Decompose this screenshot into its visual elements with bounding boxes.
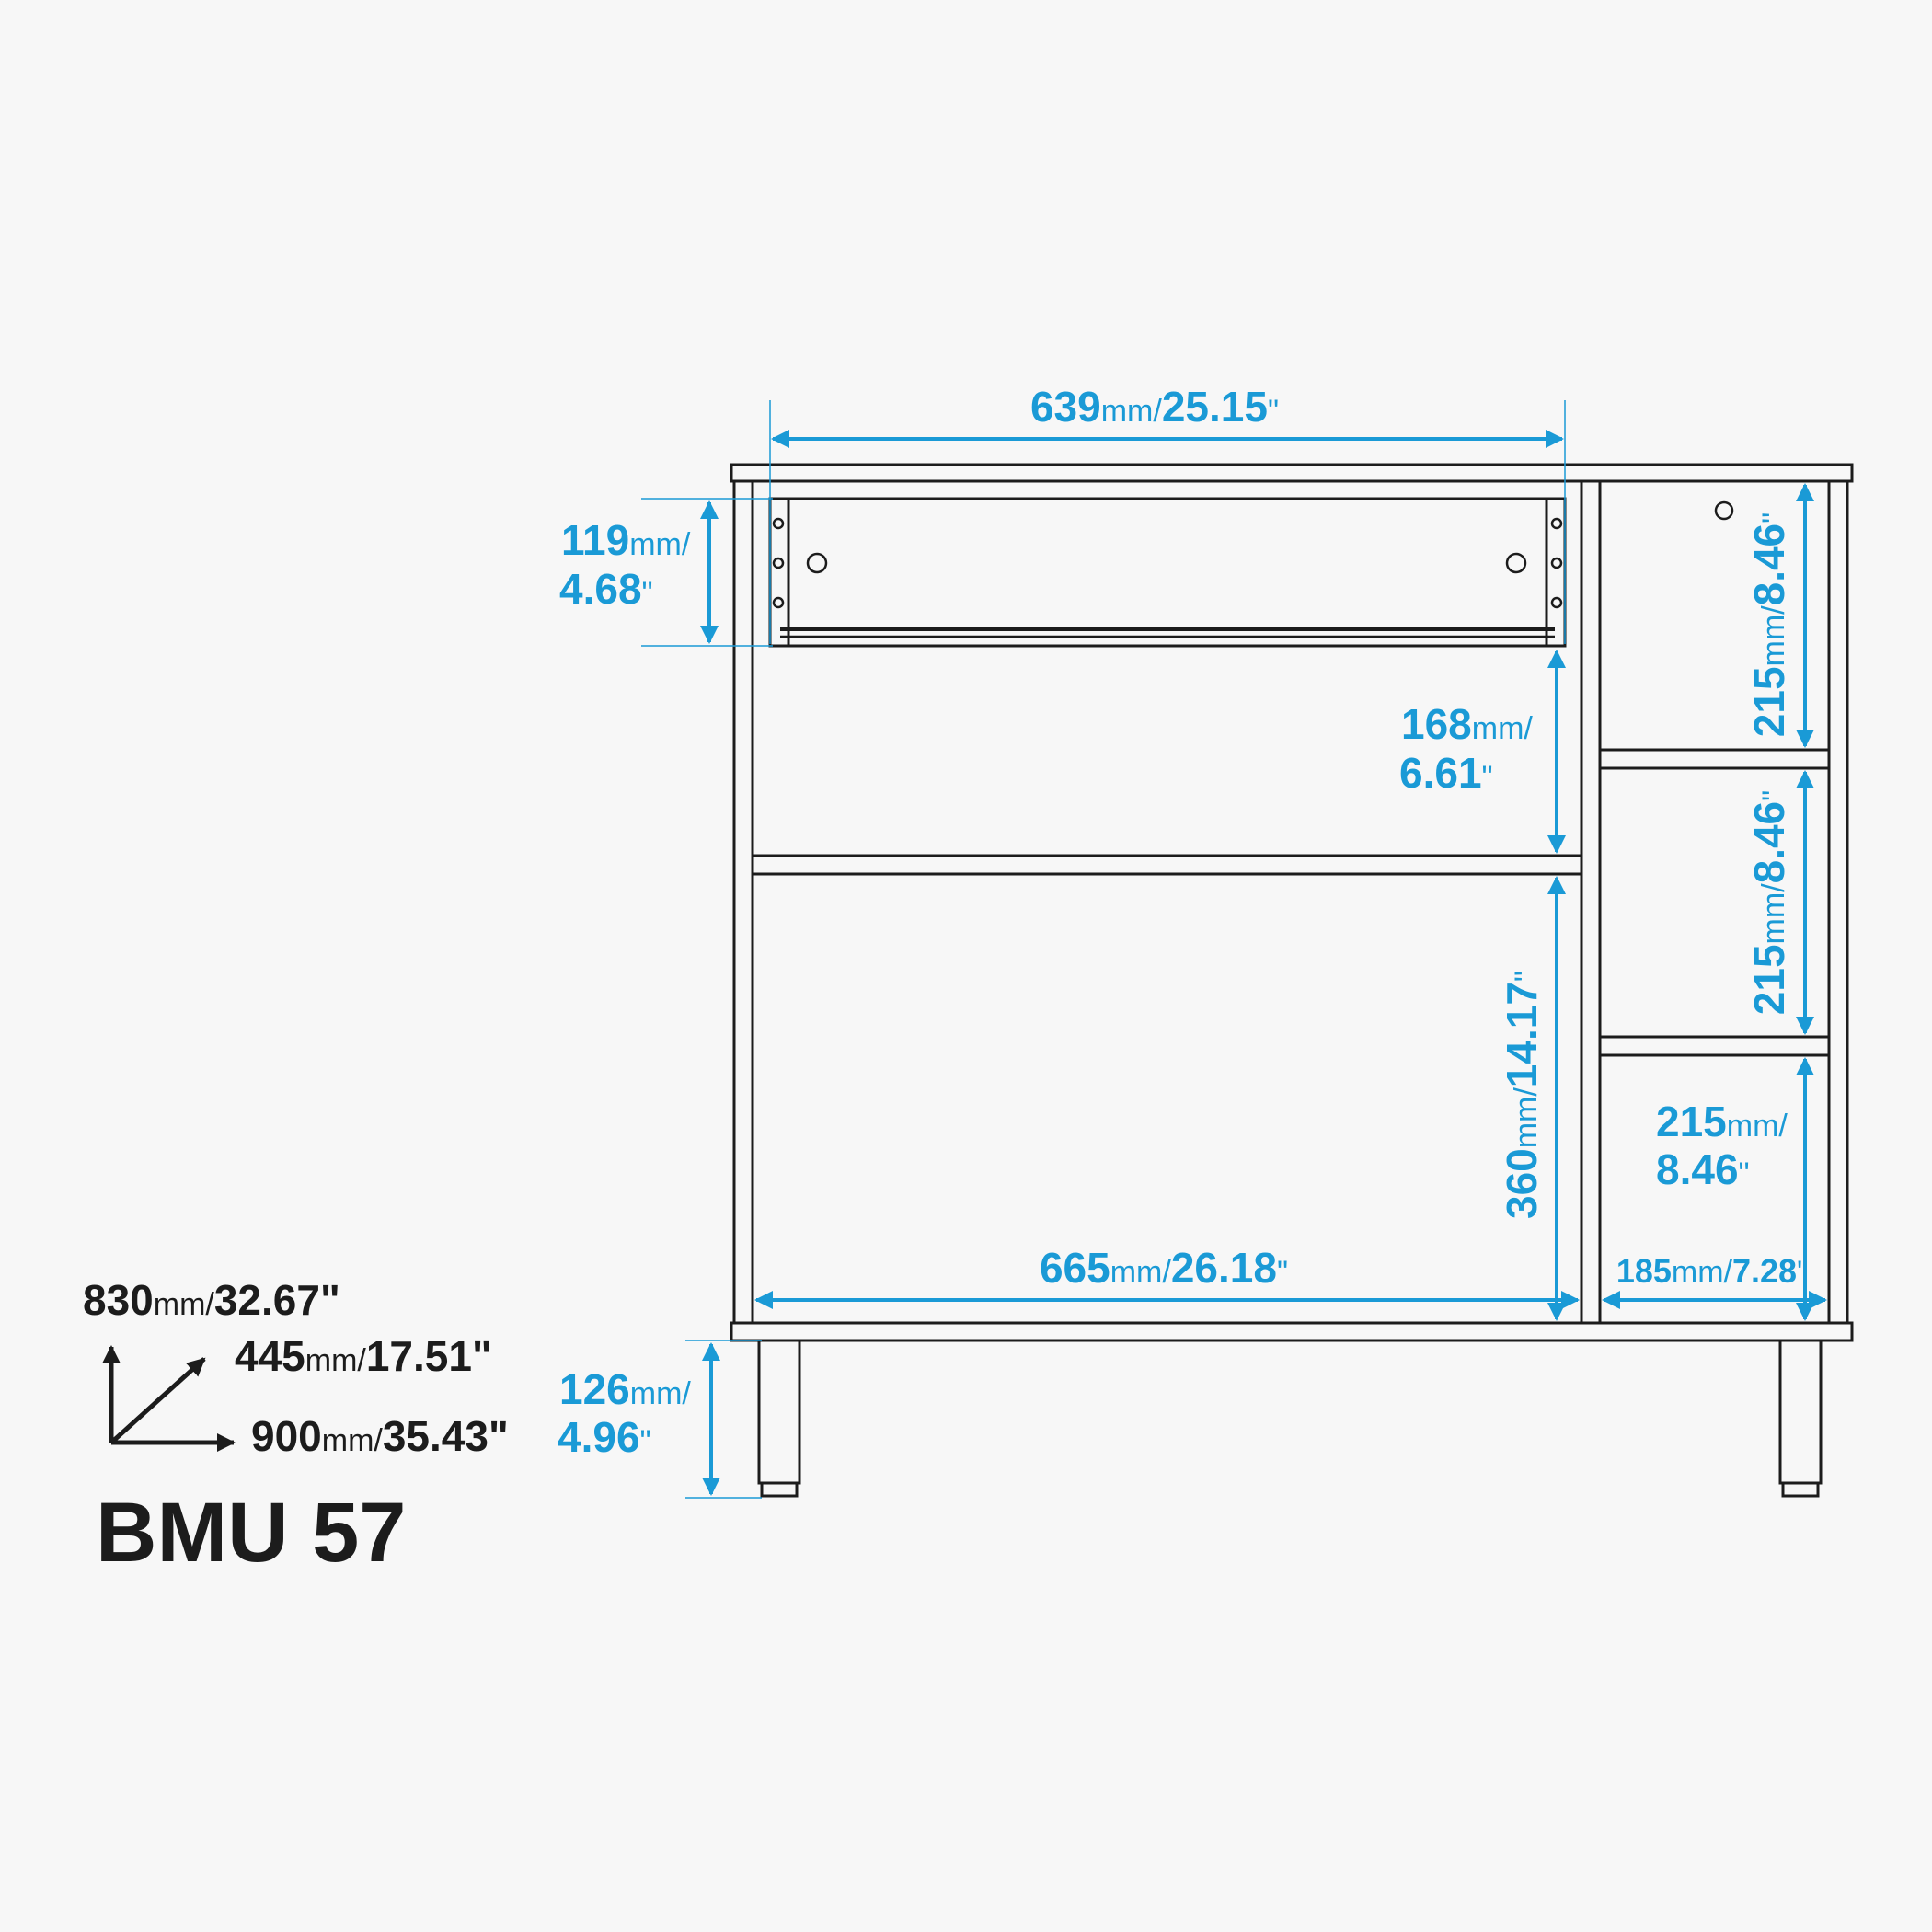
- label-cubby-3-in: 8.46": [1656, 1145, 1750, 1193]
- cubby-shelf-lower: [1598, 1035, 1831, 1057]
- cable-hole: [1714, 500, 1734, 521]
- leg-right: [1778, 1339, 1823, 1498]
- drawer: [768, 497, 1567, 648]
- leg-left: [757, 1339, 801, 1498]
- drawer-hole-left: [806, 552, 828, 574]
- dimension-lines: [641, 400, 1827, 1499]
- label-upper-shelf-in: 6.61": [1399, 749, 1493, 797]
- label-overall-width: 900mm/35.43": [251, 1412, 509, 1460]
- label-bottom-width: 665mm/26.18": [1040, 1244, 1288, 1292]
- middle-divider: [1580, 479, 1602, 1325]
- label-cubby-1: 215mm/8.46": [1745, 512, 1793, 737]
- label-leg-height-mm: 126mm/: [559, 1365, 691, 1413]
- right-panel: [1827, 479, 1849, 1325]
- label-drawer-height-mm: 119mm/: [561, 516, 691, 564]
- depth-arrow-icon: [109, 1357, 206, 1444]
- label-side-width: 185mm/7.28": [1616, 1252, 1808, 1290]
- overall-axes: [102, 1345, 236, 1452]
- top-board: [730, 463, 1854, 483]
- main-shelf: [751, 854, 1583, 876]
- label-drawer-height-in: 4.68": [559, 565, 653, 613]
- label-cubby-2: 215mm/8.46": [1745, 790, 1793, 1015]
- label-leg-height-in: 4.96": [558, 1413, 651, 1461]
- label-overall-height: 830mm/32.67": [83, 1276, 340, 1324]
- label-upper-shelf-mm: 168mm/: [1401, 700, 1533, 748]
- label-lower-shelf: 360mm/14.17": [1498, 971, 1546, 1219]
- bottom-board: [730, 1321, 1854, 1342]
- cabinet: [730, 463, 1854, 1498]
- label-top-width: 639mm/25.15": [1030, 383, 1279, 431]
- drawer-hole-right: [1505, 552, 1527, 574]
- label-cubby-3-mm: 215mm/: [1656, 1098, 1788, 1145]
- model-title: BMU 57: [96, 1486, 406, 1580]
- left-panel: [732, 479, 754, 1325]
- cubby-shelf-upper: [1598, 748, 1831, 770]
- label-overall-depth: 445mm/17.51": [235, 1332, 492, 1380]
